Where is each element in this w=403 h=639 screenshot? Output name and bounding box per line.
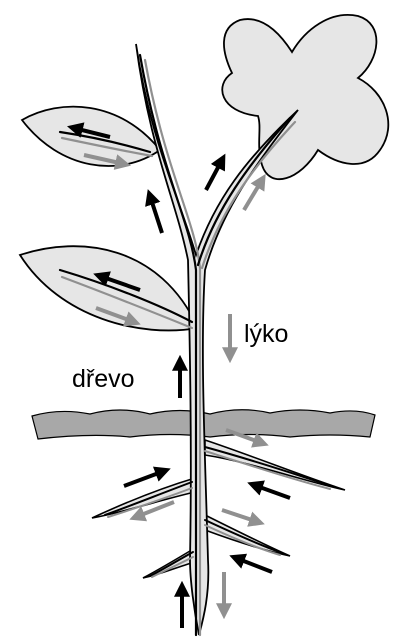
- phloem-arrow-flower-branch: [242, 173, 266, 212]
- phloem-root-left-lower: [151, 556, 194, 578]
- phloem-main: [143, 58, 202, 637]
- xylem-root-left-lower: [149, 551, 194, 577]
- lower-leaf: [18, 245, 200, 332]
- xylem-arrow-lower-leaf: [93, 271, 141, 292]
- xylem-arrow-stem-left: [145, 189, 164, 234]
- xylem-arrow-flower-branch: [204, 153, 226, 191]
- flow-arrows: [67, 122, 291, 628]
- root-right-lower: [204, 513, 291, 557]
- phloem-lower-leaf: [60, 275, 194, 330]
- xylem-root-right-lower: [204, 519, 283, 554]
- phloem-root-left-upper: [107, 487, 193, 518]
- root-left-upper: [91, 476, 196, 519]
- xylem-root-right-upper: [204, 446, 336, 488]
- xylem-root-left-upper: [104, 481, 193, 516]
- xylem-arrow-root-right-lower: [229, 553, 273, 574]
- xylem-main: [138, 53, 198, 637]
- xylem-lower-leaf: [58, 268, 194, 324]
- roots: [91, 438, 346, 579]
- phloem-root-right-lower: [204, 524, 281, 556]
- phloem-upper-leaf: [60, 136, 154, 158]
- phloem-arrow-upper-leaf: [83, 153, 132, 170]
- phloem-arrow-root-right-lower: [221, 508, 265, 527]
- root-left-lower: [142, 546, 196, 579]
- xylem-arrow-root-right-upper: [247, 480, 291, 500]
- phloem-arrow-root-right-upper: [225, 428, 269, 448]
- vascular-strands: [58, 53, 336, 637]
- phloem-root-right-upper: [204, 450, 331, 490]
- flower-head: [221, 14, 390, 181]
- xylem-flower-branch: [196, 116, 292, 267]
- phloem-label: lýko: [244, 320, 288, 348]
- xylem-arrow-root-left-upper: [123, 466, 171, 488]
- phloem-arrow-lower-leaf: [95, 306, 141, 327]
- xylem-label: dřevo: [72, 365, 135, 393]
- main-stem: [135, 43, 299, 636]
- phloem-arrow-root-left-upper: [129, 500, 175, 522]
- xylem-arrow-upper-leaf: [67, 122, 111, 139]
- phloem-flower-branch: [200, 120, 297, 270]
